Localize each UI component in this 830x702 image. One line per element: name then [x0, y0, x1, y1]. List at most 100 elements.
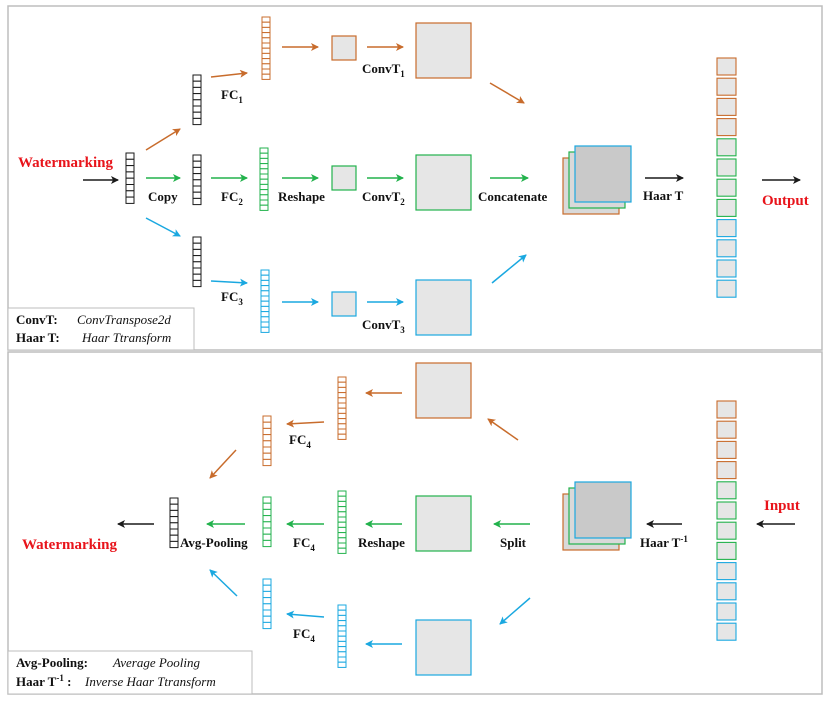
copy-vector-2-cell: [192, 185, 202, 193]
output-vector-cell: [716, 118, 737, 137]
fc4-vector-3-cell: [262, 597, 272, 605]
copy-label: Copy: [148, 189, 178, 204]
output-vector-cell: [716, 77, 737, 96]
fc4-vector-3-cell: [262, 609, 272, 617]
fc1-label: FC1: [221, 87, 243, 105]
convt1-output-box: [415, 22, 472, 79]
convt3-label: ConvT3: [362, 317, 405, 335]
fc4-vector-2-cell: [262, 515, 272, 523]
fc2-vector-cell: [259, 157, 269, 165]
reshape-vector-2-cell: [337, 506, 347, 513]
concat-arrow-3: [491, 254, 527, 284]
pooled-vector-cell: [169, 540, 179, 549]
reshape-vector-1-cell: [337, 412, 347, 420]
legend-convt-value: ConvTranspose2d: [77, 312, 171, 327]
reshape-vector-3-cell: [337, 620, 347, 627]
fc4-label-top: FC4: [289, 432, 311, 450]
copy-vector-2-cell: [192, 197, 202, 206]
input-vector-cell: [125, 190, 135, 198]
fc1-vector-cell: [261, 47, 271, 54]
avgpool-label: Avg-Pooling: [180, 535, 248, 550]
fc1-vector-cell: [261, 73, 271, 80]
reshape-vector-2-cell: [337, 537, 347, 544]
legend-haar-key: Haar T:: [16, 330, 60, 345]
reshape-vector-1-cell: [337, 381, 347, 388]
copy-vector-2-cell: [192, 160, 202, 168]
fc1-vector-cell: [261, 32, 271, 39]
top-output-label: Output: [762, 193, 809, 209]
fc2-vector-cell: [259, 168, 269, 175]
concat-arrow-1: [489, 82, 525, 104]
fc3-vector-cell: [260, 290, 270, 297]
haar-label: Haar T: [643, 188, 684, 203]
fc1-vector-cell: [261, 58, 271, 65]
split-label: Split: [500, 535, 527, 550]
reshape-vector-2-cell: [337, 511, 347, 518]
input-vector-cell: [125, 184, 135, 192]
bottom-input-label: Input: [764, 498, 800, 514]
reshape-vector-1-cell: [337, 402, 347, 409]
input-vector-cell: [125, 196, 135, 204]
reshape-vector-2-cell: [337, 547, 347, 554]
split-box-2: [415, 495, 472, 552]
fc2-label: FC2: [221, 189, 243, 207]
fc4-vector-1-cell: [262, 440, 272, 448]
fc3-vector-cell: [260, 316, 270, 323]
reshape-vector-3-cell: [337, 661, 347, 668]
fc4-vector-1-cell: [262, 452, 272, 460]
fc4-vector-1-cell: [262, 446, 272, 454]
output-vector-cell: [716, 259, 737, 278]
copy-vector-2-cell: [192, 166, 202, 175]
pooled-vector-cell: [169, 497, 179, 505]
copy-vector-3-cell: [192, 279, 202, 288]
pooled-vector-cell: [169, 528, 179, 536]
fc3-vector-cell: [260, 326, 270, 333]
convt3-output-box: [415, 279, 472, 336]
fc4-vector-1-cell: [262, 421, 272, 429]
copy-vector-1-cell: [192, 111, 202, 119]
fc1-vector-cell: [261, 37, 271, 44]
fc4-vector-2-cell: [262, 521, 272, 529]
copy-vector-1-cell: [192, 86, 202, 95]
copy-vector-2-cell: [192, 154, 202, 162]
input-vector-cell: [125, 171, 135, 179]
top-legend-box: [7, 307, 195, 351]
output-vector-cell: [716, 178, 737, 197]
pooled-vector-cell: [169, 516, 179, 524]
copy-vector-1-cell: [192, 99, 202, 107]
input-vector-bottom-cell: [716, 481, 737, 500]
fc4-vector-3-cell: [262, 578, 272, 586]
input-vector-cell: [125, 152, 135, 160]
input-vector-bottom-cell: [716, 562, 737, 581]
fc4-vector-1-cell: [262, 415, 272, 423]
fc4-label-mid: FC4: [293, 535, 315, 553]
input-vector-bottom-cell: [716, 420, 737, 439]
fc3-vector-cell: [260, 321, 270, 328]
convt1-label: ConvT1: [362, 61, 405, 79]
copy-vector-3-cell: [192, 255, 202, 263]
fc3-label: FC3: [221, 289, 243, 307]
fc3-vector-cell: [260, 274, 270, 281]
copy-vector-2-cell: [192, 191, 202, 199]
reshape-box-2: [331, 165, 357, 191]
legend-avgpool-key: Avg-Pooling:: [16, 655, 88, 670]
fc2-vector-cell: [259, 189, 269, 196]
fc2-vector-cell: [259, 147, 269, 154]
input-vector-bottom-cell: [716, 582, 737, 601]
fc4-vector-1-cell: [262, 434, 272, 442]
reshape-vector-1-cell: [337, 392, 347, 399]
fc2-vector-cell: [259, 178, 269, 185]
output-vector-cell: [716, 57, 737, 76]
reshape-vector-1-cell: [337, 433, 347, 440]
fc4-vector-3-cell: [262, 621, 272, 630]
reshape-vector-2-cell: [337, 500, 347, 508]
input-vector-bottom-cell: [716, 400, 737, 419]
fc4-vector-1-cell: [262, 427, 272, 436]
copy-vector-2-cell: [192, 173, 202, 181]
pooled-vector-cell: [169, 503, 179, 511]
convt2-output-box: [415, 154, 472, 211]
reshape-vector-3-cell: [337, 609, 347, 616]
copy-vector-2-cell: [192, 179, 202, 187]
reshape-vector-2-cell: [337, 516, 347, 523]
fc3-vector-cell: [260, 279, 270, 287]
